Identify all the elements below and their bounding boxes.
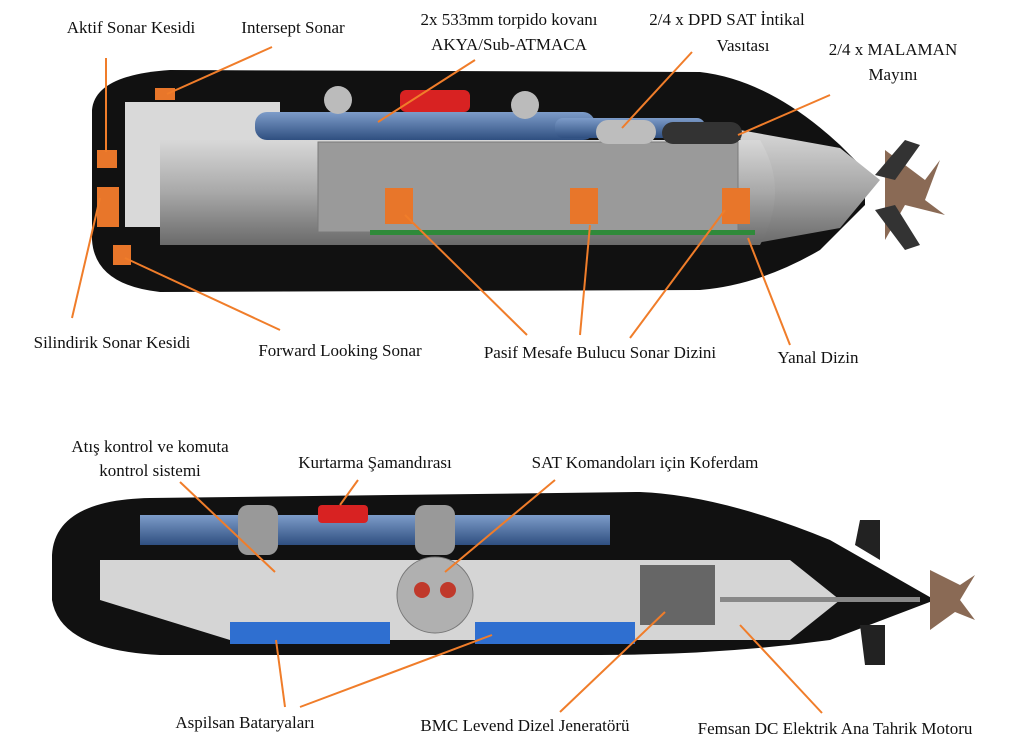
bottom-batteries-aft <box>475 622 635 644</box>
label-sdv-line2: Vasıtası <box>716 36 770 55</box>
leader-lines <box>71 46 831 714</box>
label-cofferdam: SAT Komandoları için Koferdam <box>531 453 759 472</box>
label-passive-ranging-sonar: Pasif Mesafe Bulucu Sonar Dizini <box>483 343 717 362</box>
label-cylindrical-sonar: Silindirik Sonar Kesidi <box>33 333 191 352</box>
leader-cofferdam <box>444 479 556 573</box>
leader-rescue-buoy <box>339 479 359 506</box>
top-fin-lower <box>875 205 920 250</box>
label-torpedo-line2: AKYA/Sub-ATMACA <box>431 35 587 54</box>
cofferdam-port-1 <box>414 582 430 598</box>
bottom-rescue-buoy <box>318 505 368 523</box>
top-sdv <box>596 120 656 144</box>
leader-passive-2 <box>579 224 591 336</box>
top-submarine <box>92 70 945 292</box>
label-torpedo-line1: 2x 533mm torpido kovanı <box>420 10 598 29</box>
leader-flank-array <box>747 237 791 346</box>
sonar-block-passive-2 <box>570 188 598 224</box>
label-generator: BMC Levend Dizel Jeneratörü <box>420 716 630 735</box>
leader-mine <box>737 94 831 136</box>
bottom-hatch-2 <box>415 505 455 555</box>
top-torpedo-tube <box>255 112 595 140</box>
bottom-fin-upper <box>855 520 880 560</box>
bottom-motor-shaft <box>720 597 920 602</box>
sonar-block-cylindrical <box>97 187 119 227</box>
top-hatch-1 <box>324 86 352 114</box>
top-fin-upper <box>875 140 920 180</box>
label-fire-control-line1: Atış kontrol ve komuta <box>71 437 229 456</box>
leader-intercept-sonar <box>166 46 273 95</box>
top-flank-array <box>370 230 755 235</box>
label-intercept-sonar: Intersept Sonar <box>241 18 345 37</box>
label-mine-line2: Mayını <box>868 65 918 84</box>
leader-fire-control <box>179 481 276 573</box>
bottom-generator <box>640 565 715 625</box>
leader-passive-1 <box>404 214 528 336</box>
leader-passive-3 <box>629 209 726 339</box>
sonar-block-intercept <box>155 88 175 100</box>
leader-batteries-1 <box>275 639 286 708</box>
cofferdam-sphere <box>396 556 474 634</box>
top-rescue-buoy <box>400 90 470 112</box>
bottom-batteries-fwd <box>230 622 390 644</box>
bottom-hatch-1 <box>238 505 278 555</box>
bottom-torpedo-tubes <box>140 515 610 545</box>
sonar-block-forward <box>113 245 131 265</box>
label-fire-control-line2: kontrol sistemi <box>99 461 201 480</box>
top-nose-cone <box>740 130 880 245</box>
label-active-sonar: Aktif Sonar Kesidi <box>66 18 196 37</box>
label-motor: Femsan DC Elektrik Ana Tahrik Motoru <box>697 719 973 738</box>
label-rescue-buoy: Kurtarma Şamandırası <box>298 453 452 472</box>
top-sonar-array-panel <box>317 141 739 233</box>
leader-batteries-2 <box>299 634 493 708</box>
bottom-propeller <box>930 570 975 630</box>
bottom-submarine <box>52 492 975 665</box>
leader-generator <box>559 611 666 713</box>
leader-forward-sonar <box>124 257 281 331</box>
top-hatch-2 <box>511 91 539 119</box>
label-flank-array: Yanal Dizin <box>777 348 859 367</box>
leader-torpedo <box>377 59 476 123</box>
leader-cylindrical-sonar <box>71 197 101 319</box>
sonar-block-active <box>97 150 117 168</box>
bottom-fin-lower <box>860 625 885 665</box>
label-forward-sonar: Forward Looking Sonar <box>258 341 422 360</box>
leader-motor <box>739 624 823 714</box>
top-mine <box>662 122 742 144</box>
cofferdam-port-2 <box>440 582 456 598</box>
label-batteries: Aspilsan Bataryaları <box>175 713 315 732</box>
sonar-block-passive-3 <box>722 188 750 224</box>
leader-sdv <box>621 51 693 129</box>
label-sdv-line1: 2/4 x DPD SAT İntikal <box>649 10 805 29</box>
label-mine-line1: 2/4 x MALAMAN <box>828 40 958 59</box>
